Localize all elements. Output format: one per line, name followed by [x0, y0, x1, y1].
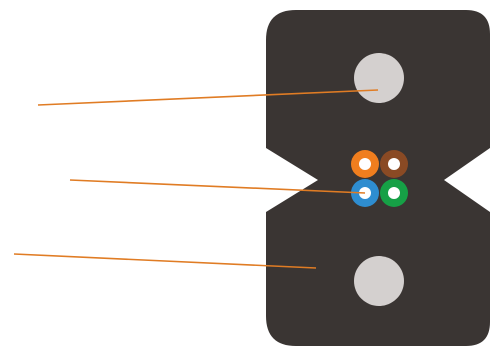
- fiber-core: [388, 187, 400, 199]
- fiber-core: [388, 158, 400, 170]
- cable-sheath: [266, 10, 490, 346]
- fiber-core: [359, 158, 371, 170]
- strength-member-top: [354, 53, 404, 103]
- leader-line-strength-member: [37, 89, 379, 106]
- leader-line-fiber: [69, 179, 366, 194]
- strength-member-bottom: [354, 256, 404, 306]
- leader-line-sheath: [13, 253, 317, 269]
- fiber-bundle: [351, 150, 408, 207]
